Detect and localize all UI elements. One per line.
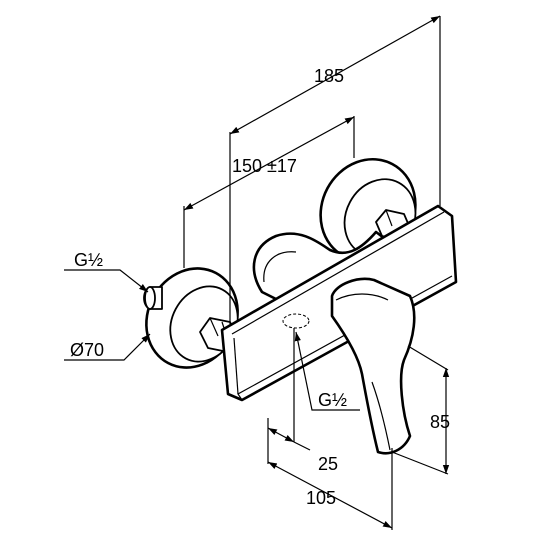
label-connection-spacing: 150 ±17 <box>232 156 297 176</box>
leader-thread-inlet <box>64 269 149 293</box>
label-rosette-diameter: Ø70 <box>70 340 104 360</box>
dimension-labels: 185 150 ±17 G½ Ø70 G½ 85 25 105 <box>70 66 450 508</box>
label-thread-outlet: G½ <box>318 390 347 410</box>
outlet-hidden-thread <box>282 313 310 329</box>
leader-rosette-diameter <box>64 333 151 361</box>
label-height: 85 <box>430 412 450 432</box>
label-width-overall: 185 <box>314 66 344 86</box>
leader-thread-outlet <box>294 331 360 411</box>
label-outlet-offset: 25 <box>318 454 338 474</box>
left-inlet-stub <box>143 286 163 310</box>
label-thread-inlet: G½ <box>74 250 103 270</box>
dimension-25-line <box>267 427 295 443</box>
label-depth: 105 <box>306 488 336 508</box>
dimension-lines <box>64 15 450 530</box>
dimension-185-line <box>229 15 441 135</box>
shower-mixer-body <box>143 157 458 455</box>
dimension-105-line <box>267 461 393 529</box>
mixer-lever-handle <box>330 277 416 455</box>
dimension-150-line <box>183 116 355 211</box>
